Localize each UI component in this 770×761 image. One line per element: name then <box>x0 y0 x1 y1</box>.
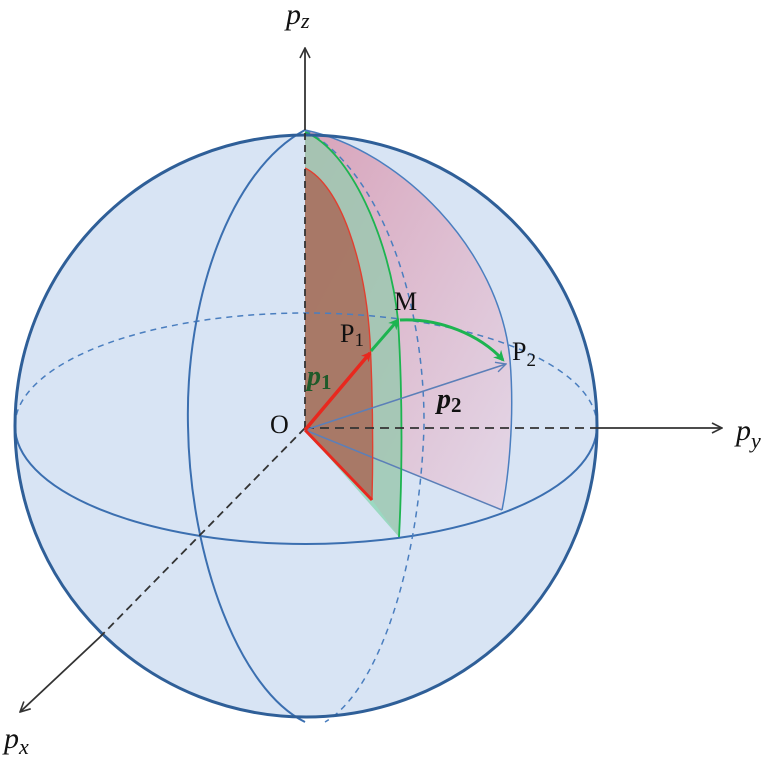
meridian-front <box>186 129 306 723</box>
equator-front <box>14 425 598 545</box>
sector-teal <box>305 430 399 537</box>
origin-label: O <box>270 410 289 439</box>
point-m-label: M <box>394 287 417 316</box>
axis-z-label: pz <box>284 0 310 33</box>
green-arrow-p1-to-m <box>369 318 400 352</box>
point-p1-label: P1 <box>340 319 364 351</box>
vector-p1-label: p1 <box>305 361 332 394</box>
vector-p2-label: p2 <box>435 384 462 417</box>
sector-red <box>305 168 373 500</box>
axis-x-label: px <box>2 722 29 759</box>
axis-x-inner <box>99 427 306 638</box>
vector-p2 <box>304 364 506 431</box>
sector-pink-edge <box>304 129 513 511</box>
axis-x-outer <box>20 636 101 712</box>
point-p2-label: P2 <box>512 337 536 371</box>
sphere-outline <box>13 133 599 719</box>
red-meridian <box>304 167 374 501</box>
red-base-line <box>303 428 374 502</box>
meridian-back <box>304 129 425 723</box>
green-arc-m-to-p2 <box>399 318 505 362</box>
vector-p1 <box>303 351 372 432</box>
equator-back <box>14 312 598 427</box>
sector-pink-base <box>304 429 503 511</box>
axis-y-label: py <box>734 414 761 453</box>
